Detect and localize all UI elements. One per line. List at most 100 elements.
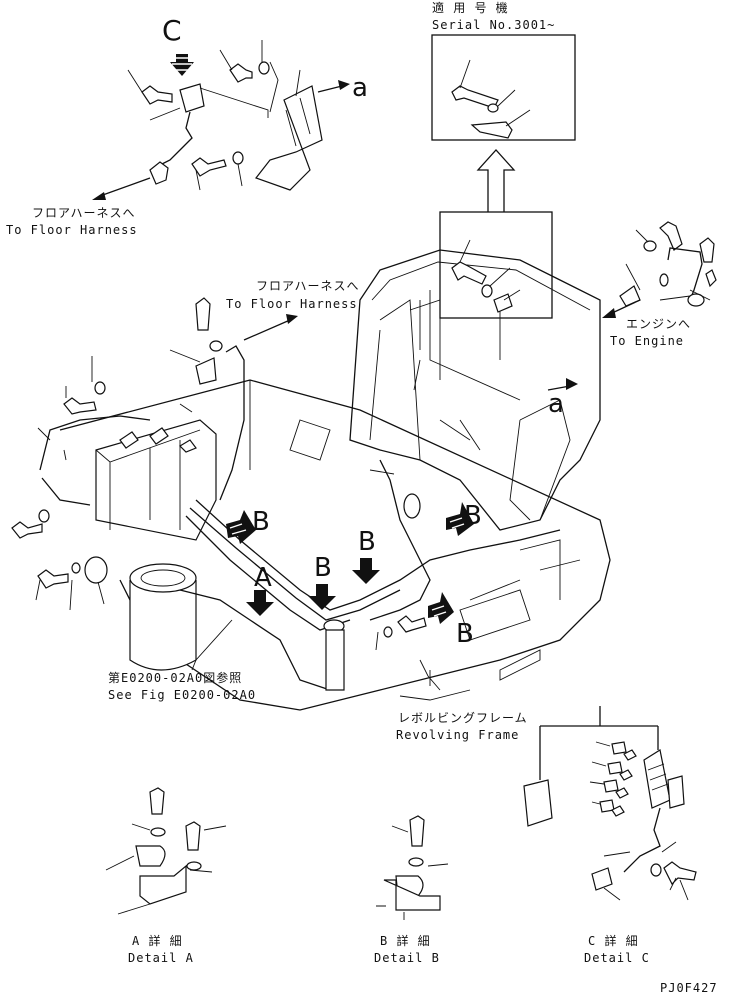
to-floor-harness-2-jp: フロアハーネスへ: [256, 279, 360, 293]
connector-part: [591, 867, 613, 891]
clip-part: [659, 273, 669, 287]
detail-b-jp: B 詳 細: [380, 933, 431, 948]
washer-part: [650, 863, 662, 877]
washer-part: [150, 827, 166, 837]
horn-part: [84, 556, 108, 584]
see-fig-en: See Fig E0200-02A0: [108, 688, 256, 702]
view-letter-b5: B: [456, 619, 474, 649]
view-letter-b2: B: [464, 501, 482, 531]
cover-part: [667, 775, 685, 809]
washer-part: [481, 284, 493, 298]
washer-part: [209, 340, 223, 352]
relay-part: [523, 779, 553, 827]
bolt-part: [195, 297, 211, 331]
relay-part: [179, 83, 205, 113]
washer-part: [408, 857, 424, 867]
washer-part: [687, 293, 705, 307]
view-arrow-b4: [308, 584, 336, 610]
bolt-part: [409, 815, 425, 847]
view-arrow-b5: [428, 592, 454, 624]
main-assembly: a: [11, 211, 717, 711]
bolt-part: [149, 787, 165, 815]
serial-note-line1: 適 用 号 機: [432, 0, 509, 15]
washer-part: [487, 103, 499, 113]
view-letter-b3: B: [358, 527, 376, 557]
to-floor-harness-1-en: To Floor Harness: [6, 223, 138, 237]
detail-a-en: Detail A: [128, 951, 194, 965]
tank-part: [129, 580, 197, 671]
revolving-frame-jp: レボルビングフレーム: [398, 711, 528, 725]
floor-frame: [59, 379, 611, 711]
top-left-group: C a: [92, 14, 368, 200]
view-letter-b1: B: [252, 507, 270, 537]
fuse-part: [611, 749, 637, 817]
bolt-part: [63, 397, 97, 415]
cab-frame: [349, 249, 601, 531]
to-engine-jp: エンジンへ: [626, 317, 691, 331]
up-arrow: [476, 149, 516, 212]
serial-note: 適 用 号 機 Serial No.3001~: [431, 0, 576, 141]
bolt-part: [699, 237, 715, 263]
view-letter-c-top: C: [162, 14, 182, 47]
view-letter-a-center: A: [254, 563, 272, 593]
view-arrow-b3: [352, 558, 380, 584]
to-engine-en: To Engine: [610, 334, 684, 348]
detail-c-en: Detail C: [584, 951, 650, 965]
bracket-part: [195, 357, 217, 385]
detail-c: [523, 706, 697, 901]
see-fig-jp: 第E0200-02A0図参照: [108, 670, 242, 685]
bolt-part: [451, 261, 487, 285]
tank-top: [129, 563, 197, 593]
bolt-part: [37, 569, 69, 589]
view-arrow-b2: [446, 502, 474, 536]
view-letter-a-right: a: [548, 389, 564, 419]
grommet-part: [403, 493, 421, 519]
view-arrow-c: [170, 54, 194, 76]
cab-detail-box: [439, 211, 553, 319]
view-arrow-b1: [226, 510, 256, 544]
washer-part: [94, 381, 106, 395]
detail-b: [376, 815, 449, 920]
washer-part: [643, 240, 657, 252]
bolt-part: [11, 521, 43, 539]
serial-note-line2: Serial No.3001~: [432, 18, 555, 32]
bolt-part: [451, 85, 499, 109]
bolt-part: [397, 615, 427, 633]
washer-part: [258, 61, 270, 75]
washer-part: [232, 151, 244, 165]
view-letter-a-top: a: [352, 73, 368, 103]
washer-part: [383, 626, 393, 638]
detail-c-jp: C 詳 細: [588, 933, 639, 948]
washer-part: [71, 562, 81, 574]
detail-a: [105, 787, 227, 915]
bracket-part: [470, 121, 513, 139]
fuse-part: [599, 741, 627, 813]
bracket-part: [139, 864, 187, 905]
bolt-part: [191, 157, 227, 177]
to-floor-harness-1-jp: フロアハーネスへ: [32, 206, 136, 220]
bolt-part: [659, 221, 683, 251]
terminal-part: [119, 427, 197, 453]
clamp-part: [619, 285, 641, 307]
fuse-block-part: [643, 749, 671, 809]
bracket-part: [383, 879, 441, 911]
connector-part: [149, 161, 169, 185]
bolt-part: [185, 821, 201, 851]
pipe-part: [325, 629, 345, 691]
washer-part: [38, 509, 50, 523]
to-floor-harness-2-en: To Floor Harness: [226, 297, 358, 311]
drawing-code: PJ0F427: [660, 981, 718, 995]
bolt-part: [229, 63, 253, 83]
washer-part: [186, 861, 202, 871]
bracket-part: [493, 293, 513, 313]
clamp-part: [135, 845, 166, 867]
detail-b-en: Detail B: [374, 951, 440, 965]
serial-note-box: [431, 34, 576, 141]
view-arrow-a: [246, 590, 274, 616]
bracket-part: [255, 85, 323, 191]
bolt-part: [141, 85, 173, 105]
revolving-frame-en: Revolving Frame: [396, 728, 519, 742]
view-letter-b4: B: [314, 553, 332, 583]
bolt-part: [705, 269, 717, 288]
